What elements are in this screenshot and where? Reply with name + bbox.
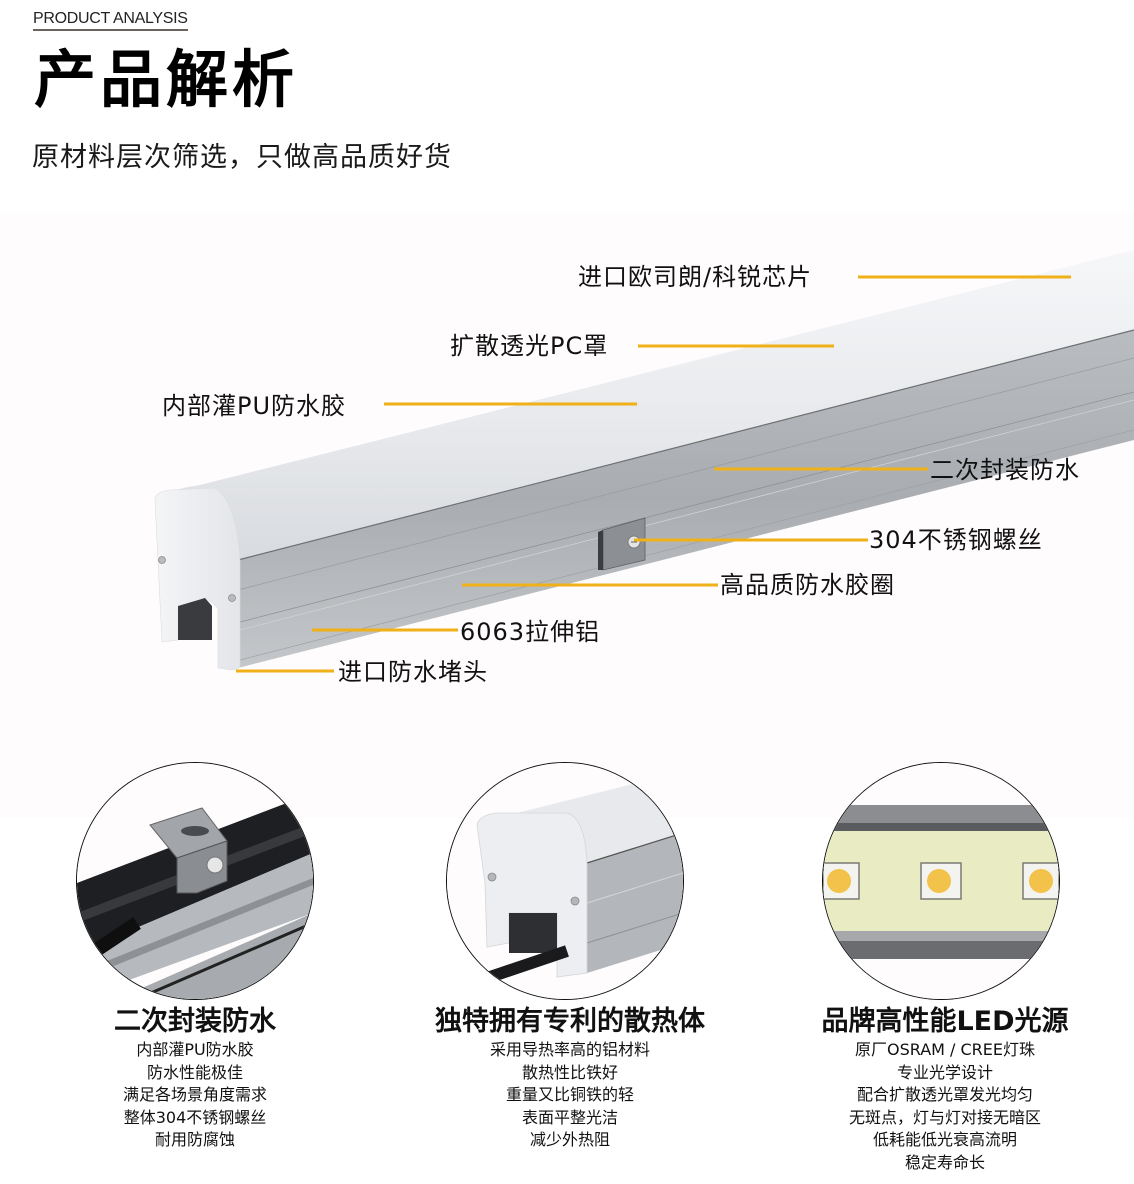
page-title: 产品解析 [34,43,299,116]
feature-title: 独特拥有专利的散热体 [435,1006,705,1037]
feature-line: 采用导热率高的铝材料 [489,1040,650,1059]
feature-waterproof: 二次封装防水 内部灌PU防水胶 防水性能极佳 满足各场景角度需求 整体304不锈… [40,1005,350,1152]
feature-line: 减少外热阻 [529,1130,610,1149]
callout-pc-cover: 扩散透光PC罩 [450,332,609,360]
callout-gasket: 高品质防水胶圈 [720,571,895,599]
callout-end-cap: 进口防水堵头 [338,658,488,686]
feature-image-bracket [76,762,314,1000]
band-corner [1111,182,1134,213]
feature-line: 配合扩散透光罩发光均匀 [856,1085,1033,1104]
section-kicker: PRODUCT ANALYSIS [33,10,188,31]
feature-line: 原厂OSRAM / CREE灯珠 [854,1040,1036,1059]
feature-line: 专业光学设计 [896,1062,993,1082]
feature-line: 整体304不锈钢螺丝 [123,1107,267,1127]
feature-line: 低耗能低光衰高流明 [872,1130,1017,1149]
feature-line: 重量又比铜铁的轻 [505,1085,634,1104]
feature-image-led [822,762,1060,1000]
end-cap-closeup-icon [447,763,683,999]
callout-aluminum: 6063拉伸铝 [460,618,601,646]
feature-image-end-cap [446,762,684,1000]
callout-chip: 进口欧司朗/科锐芯片 [578,263,813,291]
feature-line: 防水性能极佳 [146,1062,243,1082]
feature-line: 满足各场景角度需求 [122,1085,267,1104]
feature-line: 表面平整光洁 [521,1107,618,1127]
callout-double-seal: 二次封装防水 [930,456,1080,484]
feature-led-source: 品牌高性能LED光源 原厂OSRAM / CREE灯珠 专业光学设计 配合扩散透… [790,1005,1100,1174]
feature-title: 品牌高性能LED光源 [821,1006,1069,1037]
callout-pu-glue: 内部灌PU防水胶 [162,392,347,420]
bracket-closeup-icon [77,763,313,999]
led-chip-closeup-icon [823,763,1059,999]
feature-line: 无斑点，灯与灯对接无暗区 [848,1107,1041,1127]
feature-line: 散热性比铁好 [521,1062,618,1082]
callout-screw: 304不锈钢螺丝 [869,526,1043,554]
feature-title: 二次封装防水 [114,1006,276,1037]
feature-line: 耐用防腐蚀 [154,1130,235,1149]
feature-line: 内部灌PU防水胶 [136,1040,254,1059]
feature-heatsink: 独特拥有专利的散热体 采用导热率高的铝材料 散热性比铁好 重量又比铜铁的轻 表面… [405,1005,735,1152]
callout-leader-lines [236,275,1071,673]
feature-line: 稳定寿命长 [904,1152,985,1172]
page-subtitle: 原材料层次筛选，只做高品质好货 [32,142,452,173]
